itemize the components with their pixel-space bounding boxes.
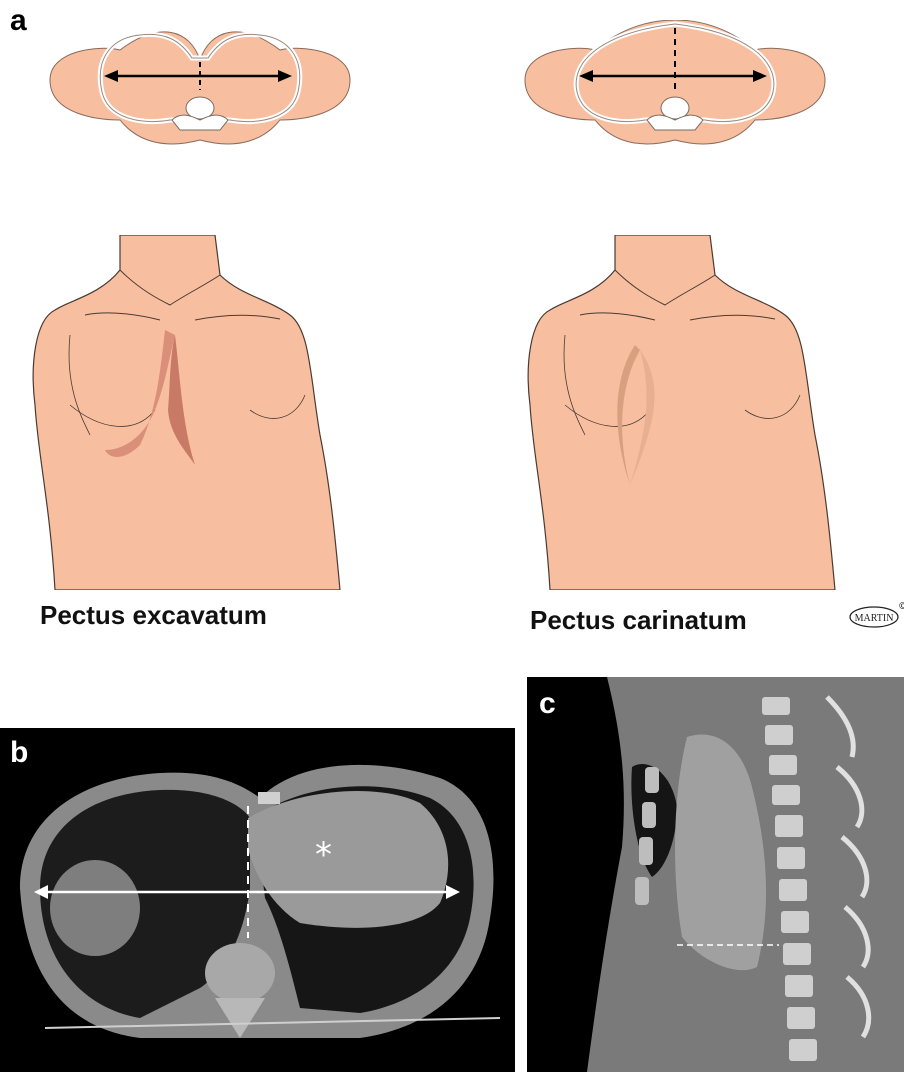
carinatum-cross-section xyxy=(515,20,835,150)
caption-pectus-carinatum: Pectus carinatum xyxy=(530,605,747,636)
martin-logo: MARTIN © xyxy=(848,600,904,635)
panel-c-label: c xyxy=(539,689,556,719)
logo-text: MARTIN xyxy=(855,613,894,624)
excavatum-cross-section xyxy=(40,20,360,150)
copyright-mark: © xyxy=(898,601,904,612)
sagittal-ct-image: c xyxy=(527,677,904,1072)
carinatum-torso-illustration xyxy=(505,235,845,590)
panel-a-label: a xyxy=(10,6,27,36)
excavatum-torso-illustration xyxy=(10,235,350,590)
heart-asterisk: * xyxy=(315,838,332,872)
panel-b-label: b xyxy=(10,738,28,768)
axial-ct-image: * b xyxy=(0,728,515,1072)
caption-pectus-excavatum: Pectus excavatum xyxy=(40,600,267,631)
